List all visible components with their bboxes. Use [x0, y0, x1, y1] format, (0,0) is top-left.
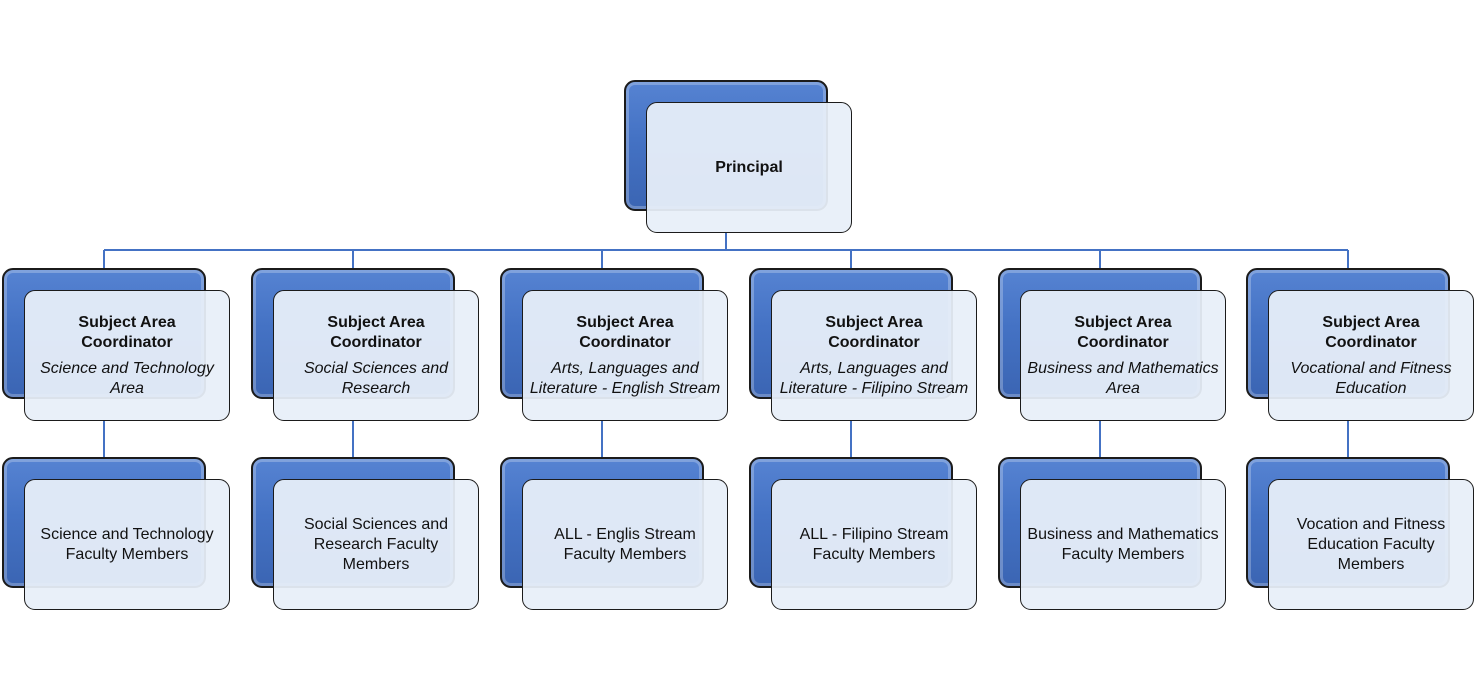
- faculty-node-front: ALL - Englis Stream Faculty Members: [522, 479, 728, 610]
- coordinator-node-front: Subject Area Coordinator Arts, Languages…: [522, 290, 728, 421]
- faculty-node-front: Vocation and Fitness Education Faculty M…: [1268, 479, 1474, 610]
- coordinator-node-front: Subject Area Coordinator Vocational and …: [1268, 290, 1474, 421]
- coordinator-title: Subject Area Coordinator: [825, 313, 923, 351]
- faculty-node-front: ALL - Filipino Stream Faculty Members: [771, 479, 977, 610]
- coordinator-title: Subject Area Coordinator: [1074, 313, 1172, 351]
- coordinator-title: Subject Area Coordinator: [327, 313, 425, 351]
- faculty-node-front: Social Sciences and Research Faculty Mem…: [273, 479, 479, 610]
- principal-label: Principal: [715, 158, 783, 176]
- coordinator-title: Subject Area Coordinator: [1322, 313, 1420, 351]
- faculty-label: Social Sciences and Research Faculty Mem…: [303, 515, 449, 573]
- coordinator-node-front: Subject Area Coordinator Social Sciences…: [273, 290, 479, 421]
- coordinator-area: Arts, Languages and Literature - Filipin…: [779, 359, 969, 397]
- coordinator-title: Subject Area Coordinator: [78, 313, 176, 351]
- coordinator-node-front: Subject Area Coordinator Arts, Languages…: [771, 290, 977, 421]
- faculty-node-front: Business and Mathematics Faculty Members: [1020, 479, 1226, 610]
- coordinator-area: Arts, Languages and Literature - English…: [529, 359, 721, 397]
- coordinator-area: Social Sciences and Research: [303, 359, 449, 397]
- faculty-label: Business and Mathematics Faculty Members: [1027, 525, 1219, 563]
- coordinator-area: Business and Mathematics Area: [1027, 359, 1219, 397]
- faculty-label: ALL - Filipino Stream Faculty Members: [799, 525, 949, 563]
- principal-node-front: Principal: [646, 102, 852, 233]
- faculty-node-front: Science and Technology Faculty Members: [24, 479, 230, 610]
- faculty-label: ALL - Englis Stream Faculty Members: [554, 525, 696, 563]
- coordinator-area: Science and Technology Area: [40, 359, 214, 397]
- faculty-label: Science and Technology Faculty Members: [40, 525, 214, 563]
- coordinator-node-front: Subject Area Coordinator Business and Ma…: [1020, 290, 1226, 421]
- coordinator-title: Subject Area Coordinator: [576, 313, 674, 351]
- coordinator-node-front: Subject Area Coordinator Science and Tec…: [24, 290, 230, 421]
- faculty-label: Vocation and Fitness Education Faculty M…: [1296, 515, 1446, 573]
- coordinator-area: Vocational and Fitness Education: [1290, 359, 1452, 397]
